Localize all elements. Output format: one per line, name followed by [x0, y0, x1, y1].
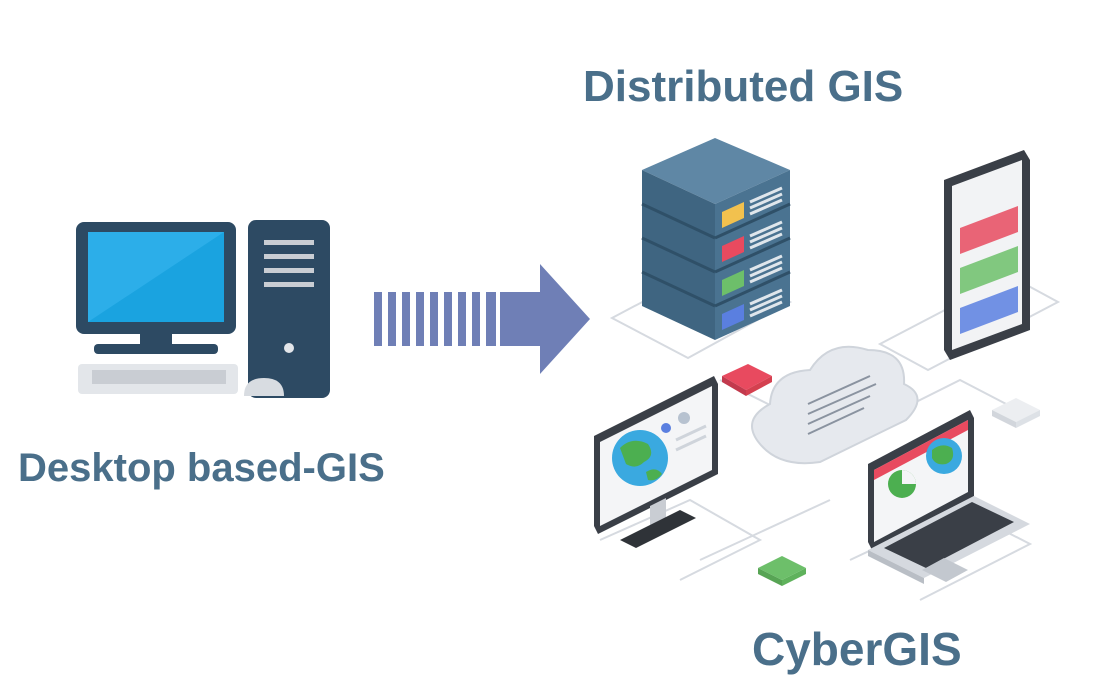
grey-cube [992, 398, 1040, 428]
laptop-icon [868, 410, 1030, 584]
red-cube [722, 364, 772, 396]
desktop-computer-icon [76, 220, 330, 398]
title-desktop-based-gis: Desktop based-GIS [18, 446, 385, 490]
green-cube [758, 556, 806, 586]
smartphone-icon [944, 150, 1030, 360]
cloud-icon [751, 345, 919, 465]
desktop-monitor-icon [594, 376, 718, 548]
transfer-arrow-icon [374, 264, 590, 374]
server-rack-icon [641, 138, 791, 340]
title-cybergis: CyberGIS [752, 623, 962, 675]
title-distributed-gis: Distributed GIS [583, 62, 904, 111]
